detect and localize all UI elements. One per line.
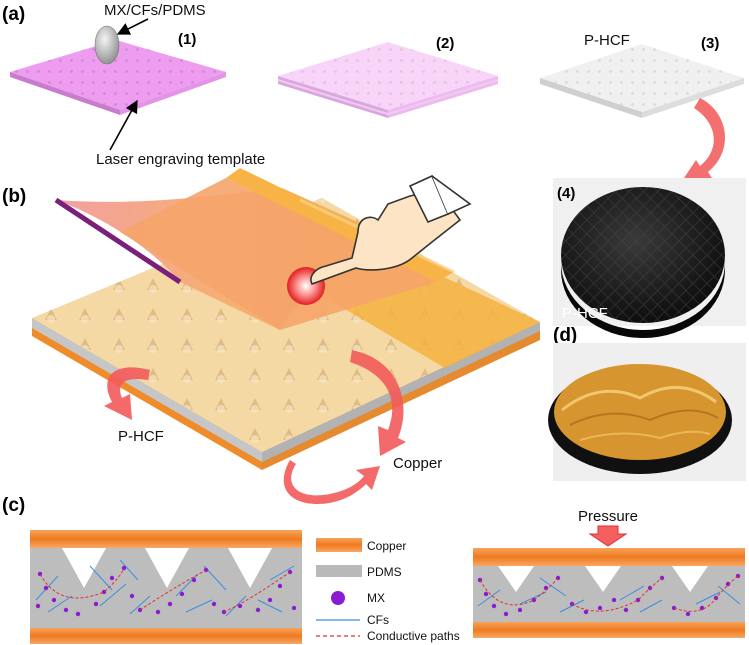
pressure-arrow <box>588 525 628 547</box>
legend-path-label: Conductive paths <box>367 629 460 643</box>
material-droplet <box>94 25 120 65</box>
legend-mx-label: MX <box>367 591 385 605</box>
cross-section-uncompressed <box>30 530 302 644</box>
finger-hand-icon <box>310 174 472 285</box>
legend-mx-dot <box>331 591 345 605</box>
legend-copper-swatch <box>316 538 362 552</box>
material-arrow <box>116 18 149 35</box>
legend-copper-label: Copper <box>367 539 406 553</box>
panel-label-a: (a) <box>2 4 25 25</box>
peeling-layer <box>54 168 455 330</box>
phcf-curved-arrow <box>104 367 150 420</box>
step-label-1: (1) <box>178 31 196 48</box>
legend: Copper PDMS MX CFs Conductive paths <box>316 538 460 643</box>
step-label-4: (4) <box>557 185 575 202</box>
template-label: Laser engraving template <box>96 151 265 168</box>
legend-pdms-swatch <box>316 565 362 577</box>
panel-label-b: (b) <box>2 186 26 207</box>
phcf-photo-label: P-HCF <box>562 305 608 322</box>
pressure-label: Pressure <box>578 508 638 525</box>
plate-2-cured <box>277 42 499 118</box>
step-label-3: (3) <box>701 35 719 52</box>
copper-curved-arrow-2 <box>283 460 380 504</box>
phcf-top-label: P-HCF <box>584 32 630 49</box>
photo-d-copper-sample <box>548 343 746 481</box>
phcf-b-label: P-HCF <box>118 428 164 445</box>
step-label-2: (2) <box>436 35 454 52</box>
panel-label-d: (d) <box>553 325 577 346</box>
template-arrow <box>109 99 138 151</box>
plate-1-template <box>10 40 226 115</box>
legend-cf-label: CFs <box>367 613 389 627</box>
panel-label-c: (c) <box>2 495 25 516</box>
plate-3-phcf <box>540 44 744 118</box>
legend-pdms-label: PDMS <box>367 565 402 579</box>
copper-curved-arrow-1 <box>350 350 406 456</box>
cross-section-compressed <box>473 548 745 638</box>
photo-4-phcf <box>553 178 746 338</box>
material-label: MX/CFs/PDMS <box>104 2 206 19</box>
copper-b-label: Copper <box>393 455 442 472</box>
transfer-arrow <box>680 98 726 184</box>
